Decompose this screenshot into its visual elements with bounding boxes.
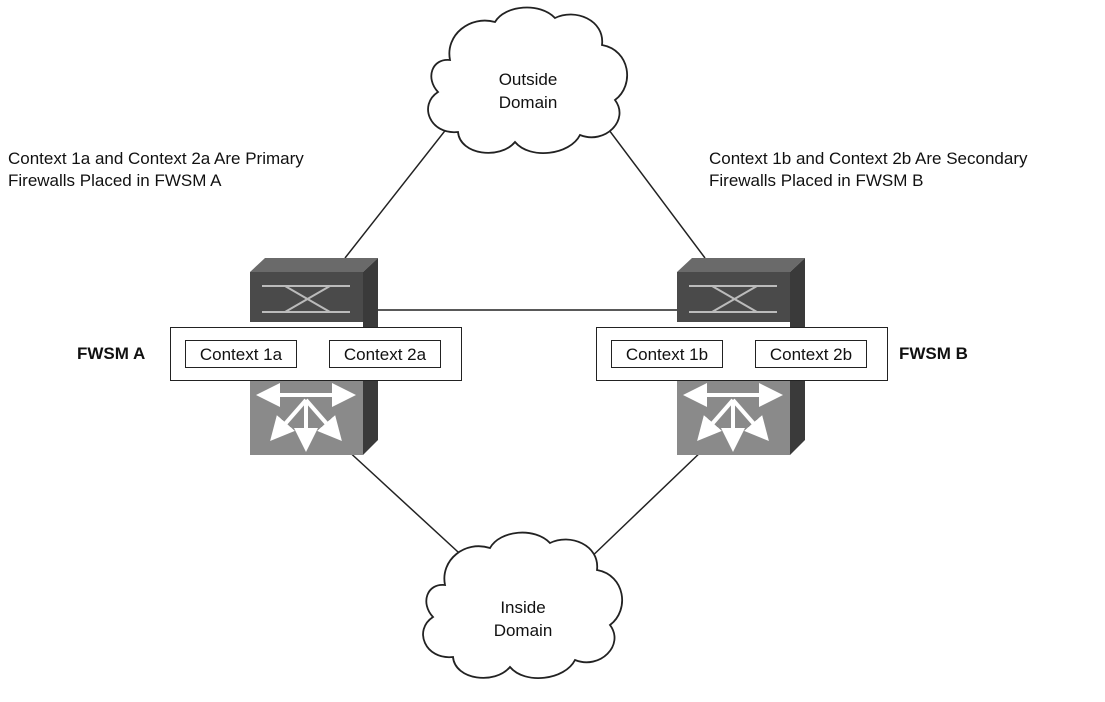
primary-note-line-2: Firewalls Placed in FWSM A [8,171,222,190]
context-1a-box: Context 1a [185,340,297,368]
inside-domain-line-1: Inside [500,598,546,617]
inside-cloud-icon [422,531,624,679]
fwsm-a-context-panel: Context 1a Context 2a [170,327,462,381]
secondary-note-line-2: Firewalls Placed in FWSM B [709,171,924,190]
outside-domain-line-1: Outside [498,70,558,89]
outside-domain-label: Outside Domain [468,68,588,114]
link-fwsm-a-to-inside [344,447,471,564]
secondary-note-line-1: Context 1b and Context 2b Are Secondary [709,149,1028,168]
inside-domain-line-2: Domain [493,621,553,640]
link-fwsm-b-to-inside [584,447,706,564]
outside-cloud-icon [427,6,629,154]
inside-domain-label: Inside Domain [463,596,583,642]
context-2a-box: Context 2a [329,340,441,368]
primary-note-line-1: Context 1a and Context 2a Are Primary [8,149,304,168]
link-outside-to-fwsm-a [344,117,456,259]
secondary-firewalls-note: Context 1b and Context 2b Are Secondary … [709,148,1027,192]
link-outside-to-fwsm-b [599,117,706,259]
context-2b-box: Context 2b [755,340,867,368]
outside-domain-line-2: Domain [498,93,558,112]
fwsm-b-label: FWSM B [899,344,968,363]
primary-firewalls-note: Context 1a and Context 2a Are Primary Fi… [8,148,304,192]
context-1b-box: Context 1b [611,340,723,368]
fwsm-a-switch-icon [250,258,378,455]
fwsm-a-label: FWSM A [77,344,146,363]
fwsm-b-context-panel: Context 1b Context 2b [596,327,888,381]
